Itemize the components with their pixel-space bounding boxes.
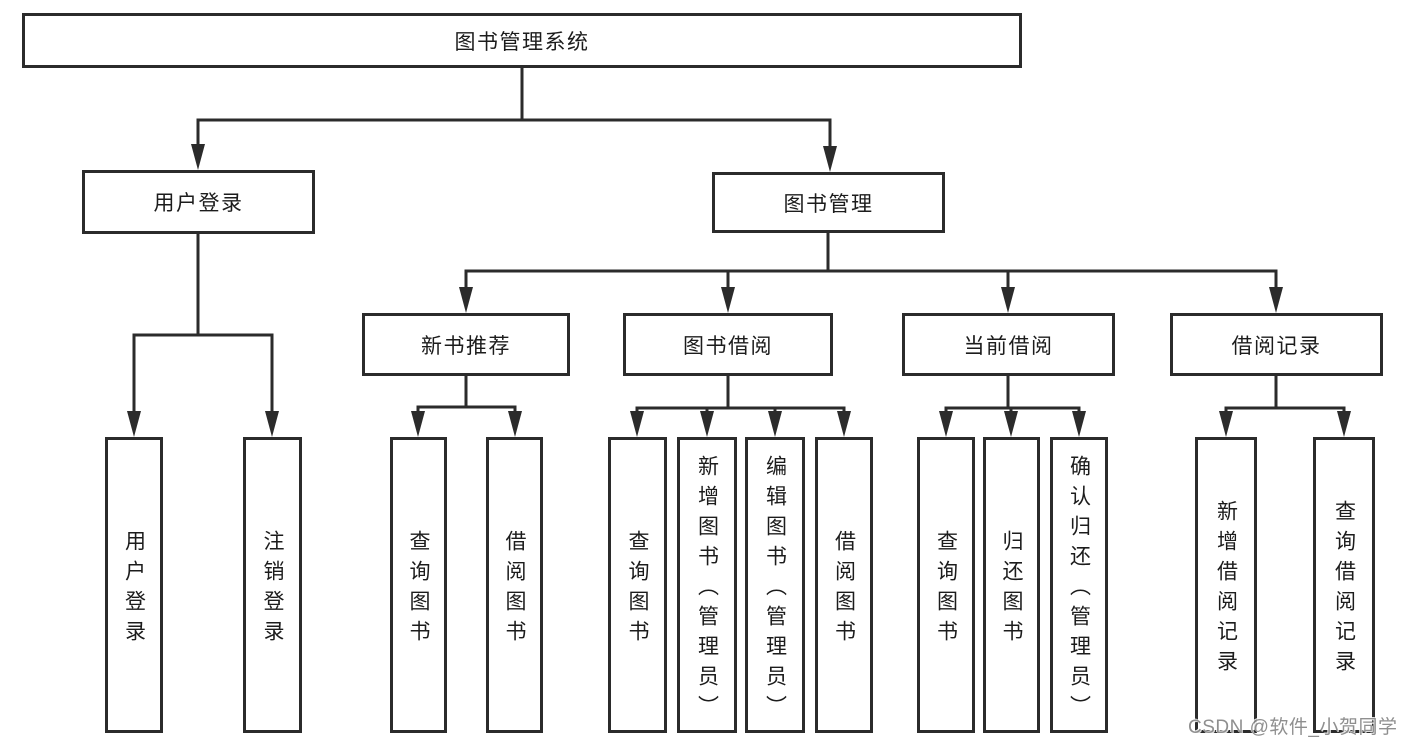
leaf-add-borrow-record: 新增借阅记录 (1195, 437, 1257, 733)
leaf-label: 查询图书 (934, 529, 958, 650)
node-label: 当前借阅 (963, 334, 1054, 358)
leaf-label: 归还图书 (1000, 529, 1023, 650)
leaf-label: 注销登录 (261, 529, 284, 650)
leaf-label: 新增图书（管理员） (695, 454, 719, 725)
leaf-query-books-recommend: 查询图书 (390, 437, 447, 733)
node-new-book-recommend: 新书推荐 (362, 313, 570, 376)
leaf-query-books-current: 查询图书 (917, 437, 975, 733)
node-library-management-system: 图书管理系统 (22, 13, 1022, 68)
leaf-label: 用户登录 (122, 529, 146, 650)
leaf-label: 确认归还（管理员） (1067, 454, 1091, 725)
leaf-confirm-return-admin: 确认归还（管理员） (1050, 437, 1108, 733)
leaf-label: 借阅图书 (832, 529, 856, 650)
node-book-borrow: 图书借阅 (623, 313, 833, 376)
node-label: 图书管理 (783, 192, 874, 216)
leaf-label: 查询图书 (626, 529, 649, 650)
leaf-user-login: 用户登录 (105, 437, 163, 733)
node-label: 图书借阅 (683, 334, 773, 358)
leaf-label: 查询图书 (407, 529, 430, 650)
node-user-login: 用户登录 (82, 170, 315, 234)
node-label: 新书推荐 (421, 334, 511, 358)
leaf-borrow-books: 借阅图书 (815, 437, 873, 733)
leaf-borrow-books-recommend: 借阅图书 (486, 437, 543, 733)
leaf-query-borrow-record: 查询借阅记录 (1313, 437, 1375, 733)
node-current-borrow: 当前借阅 (902, 313, 1115, 376)
leaf-label: 查询借阅记录 (1332, 499, 1356, 680)
node-book-management: 图书管理 (712, 172, 945, 233)
leaf-return-books: 归还图书 (983, 437, 1040, 733)
leaf-query-books-borrow: 查询图书 (608, 437, 667, 733)
node-label: 借阅记录 (1231, 334, 1322, 358)
leaf-add-books-admin: 新增图书（管理员） (677, 437, 737, 733)
node-label: 图书管理系统 (454, 30, 590, 54)
leaf-label: 借阅图书 (503, 529, 526, 650)
leaf-label: 编辑图书（管理员） (763, 454, 787, 725)
node-label: 用户登录 (153, 192, 244, 215)
leaf-label: 新增借阅记录 (1214, 499, 1238, 680)
leaf-edit-books-admin: 编辑图书（管理员） (745, 437, 805, 733)
node-borrow-records: 借阅记录 (1170, 313, 1383, 376)
csdn-watermark: CSDN @软件_小贺同学 (1188, 717, 1398, 738)
leaf-logout: 注销登录 (243, 437, 302, 733)
